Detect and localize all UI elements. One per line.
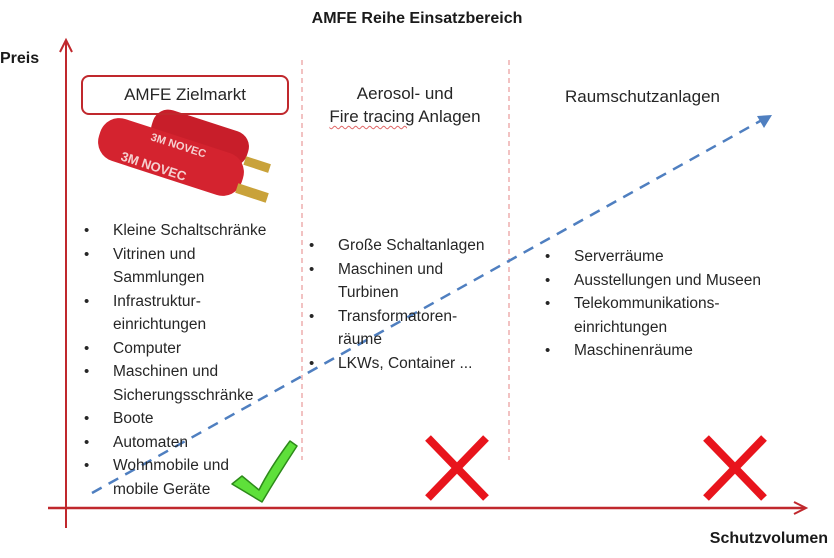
list-item: LKWs, Container ... bbox=[309, 352, 504, 376]
column-heading-aerosol: Aerosol- und Fire tracing Anlagen bbox=[305, 82, 505, 128]
list-item: Computer bbox=[84, 337, 299, 361]
list-item-text: Maschinen und Turbinen bbox=[338, 260, 444, 302]
list-item-text: Vitrinen und Sammlungen bbox=[113, 245, 205, 287]
novec-cylinders-image: 3M NOVEC 3M NOVEC bbox=[98, 109, 271, 203]
list-item: Wohnmobile und mobile Geräte bbox=[84, 454, 299, 501]
list-item: Ausstellungen und Museen bbox=[545, 269, 825, 293]
list-item: Maschinen und Sicherungsschränke bbox=[84, 360, 299, 407]
aerosol-item-list: Große Schaltanlagen Maschinen und Turbin… bbox=[309, 234, 504, 375]
y-axis-arrowhead bbox=[59, 37, 73, 53]
list-item: Maschinen und Turbinen bbox=[309, 258, 504, 305]
column-heading-line: Aerosol- und bbox=[356, 84, 454, 103]
list-item-text: Infrastruktur-einrichtungen bbox=[113, 292, 207, 334]
y-axis-label: Preis bbox=[0, 50, 40, 67]
x-axis-arrowhead bbox=[793, 501, 809, 515]
column-heading-line: Fire tracing Anlagen bbox=[305, 105, 505, 128]
list-item-text: Telekommunikations-einrichtungen bbox=[574, 295, 720, 336]
list-item: Große Schaltanlagen bbox=[309, 234, 504, 258]
diagram-title: AMFE Reihe Einsatzbereich bbox=[311, 10, 523, 27]
list-item-text: Transformatoren-räume bbox=[338, 307, 458, 349]
cross-mark-icon bbox=[425, 435, 489, 501]
trend-arrowhead bbox=[757, 115, 772, 128]
list-item-text: Wohnmobile und mobile Geräte bbox=[113, 457, 230, 498]
list-item: Serverräume bbox=[545, 245, 825, 269]
list-item: Transformatoren-räume bbox=[309, 305, 504, 352]
column-heading-text: Anlagen bbox=[414, 107, 481, 126]
zielmarkt-item-list: Kleine Schaltschränke Vitrinen und Samml… bbox=[84, 219, 299, 501]
column-heading-raumschutz: Raumschutzanlagen bbox=[565, 87, 720, 106]
list-item: Telekommunikations-einrichtungen bbox=[545, 292, 825, 339]
x-axis-label: Schutzvolumen bbox=[709, 530, 828, 547]
list-item: Automaten bbox=[84, 431, 299, 455]
column-heading-text: Fire tracing bbox=[329, 107, 415, 126]
list-item: Kleine Schaltschränke bbox=[84, 219, 299, 243]
list-item: Boote bbox=[84, 407, 299, 431]
list-item: Maschinenräume bbox=[545, 339, 825, 363]
cross-mark-icon bbox=[703, 435, 767, 501]
list-item-text: Maschinen und Sicherungsschränke bbox=[113, 363, 254, 404]
list-item: Infrastruktur-einrichtungen bbox=[84, 290, 299, 337]
list-item: Vitrinen und Sammlungen bbox=[84, 243, 299, 290]
zielmarkt-heading-box: AMFE Zielmarkt bbox=[81, 75, 289, 115]
raumschutz-item-list: Serverräume Ausstellungen und Museen Tel… bbox=[545, 245, 825, 363]
column-heading-zielmarkt: AMFE Zielmarkt bbox=[124, 85, 246, 104]
